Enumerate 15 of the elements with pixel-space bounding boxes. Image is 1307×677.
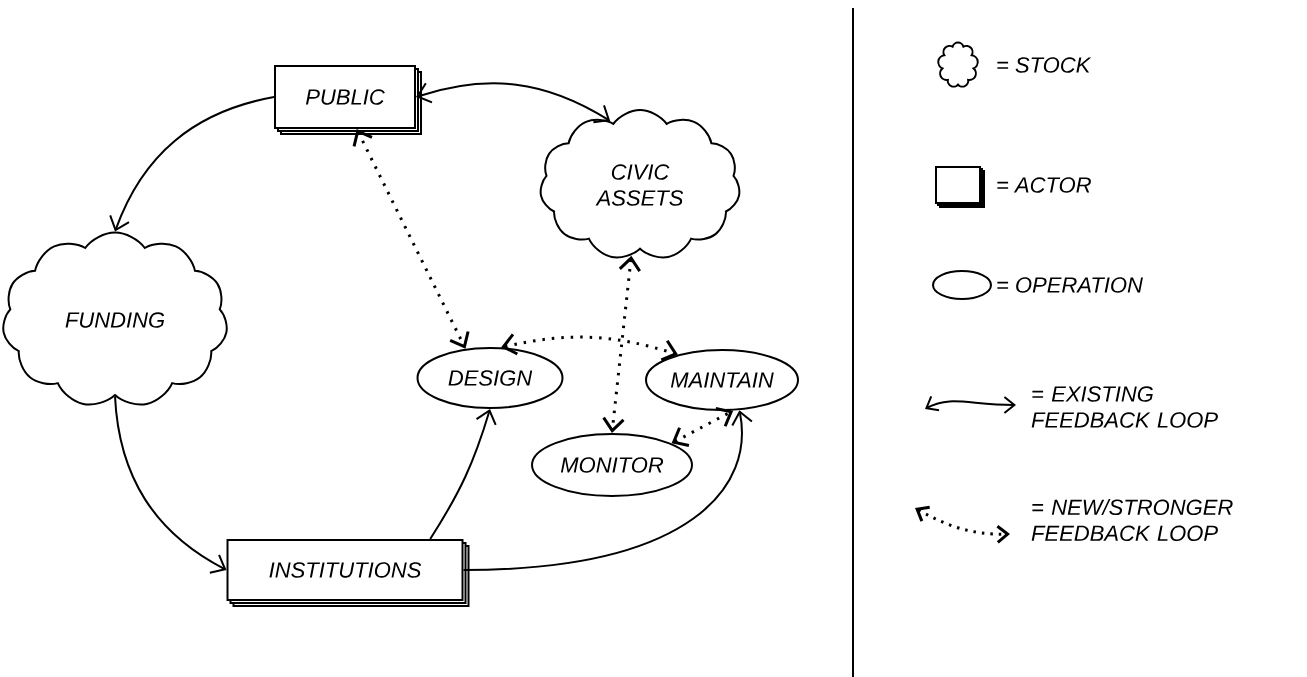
legend-text: = NEW/STRONGER FEEDBACK LOOP	[1031, 498, 1233, 542]
legend-text: = EXISTING FEEDBACK LOOP	[1031, 386, 1218, 428]
arrow	[602, 255, 641, 433]
arrow	[352, 129, 470, 349]
arrow	[429, 409, 497, 540]
legend-text: = ACTOR	[997, 177, 1091, 193]
arrow	[462, 410, 753, 571]
legend-text: = OPERATION	[997, 277, 1143, 293]
legend-text: = STOCK	[997, 57, 1092, 73]
arrow	[109, 96, 275, 232]
arrow	[416, 82, 611, 124]
arrow	[671, 407, 734, 447]
actor-box: PUBLIC	[274, 65, 422, 135]
arrow	[501, 333, 678, 362]
actor-box: INSTITUTIONS	[226, 539, 470, 607]
